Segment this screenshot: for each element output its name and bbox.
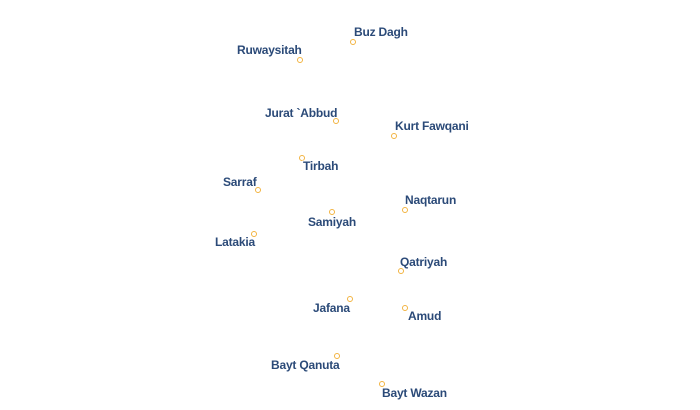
place-label: Tirbah: [303, 159, 339, 173]
place-dot-icon: [255, 187, 261, 193]
place-label: Ruwaysitah: [237, 43, 302, 57]
place-dot-icon: [402, 305, 408, 311]
place-label: Buz Dagh: [354, 25, 408, 39]
place-label: Jafana: [313, 301, 350, 315]
place-dot-icon: [391, 133, 397, 139]
place-dot-icon: [379, 381, 385, 387]
place-label: Amud: [408, 309, 442, 323]
place-dot-icon: [297, 57, 303, 63]
place-dot-icon: [299, 155, 305, 161]
place-label: Kurt Fawqani: [395, 119, 469, 133]
place-label: Sarraf: [223, 175, 257, 189]
place-dot-icon: [333, 118, 339, 124]
place-dot-icon: [402, 207, 408, 213]
place-label: Naqtarun: [405, 193, 457, 207]
place-label: Qatriyah: [400, 255, 448, 269]
place-dot-icon: [251, 231, 257, 237]
place-label: Samiyah: [308, 215, 356, 229]
place-label: Jurat `Abbud: [265, 106, 338, 120]
place-dot-icon: [334, 353, 340, 359]
place-label: Bayt Qanuta: [271, 358, 340, 372]
place-label: Bayt Wazan: [382, 386, 447, 400]
place-dot-icon: [350, 39, 356, 45]
place-dot-icon: [347, 296, 353, 302]
place-dot-icon: [398, 268, 404, 274]
place-dot-icon: [329, 209, 335, 215]
place-label: Latakia: [215, 235, 255, 249]
